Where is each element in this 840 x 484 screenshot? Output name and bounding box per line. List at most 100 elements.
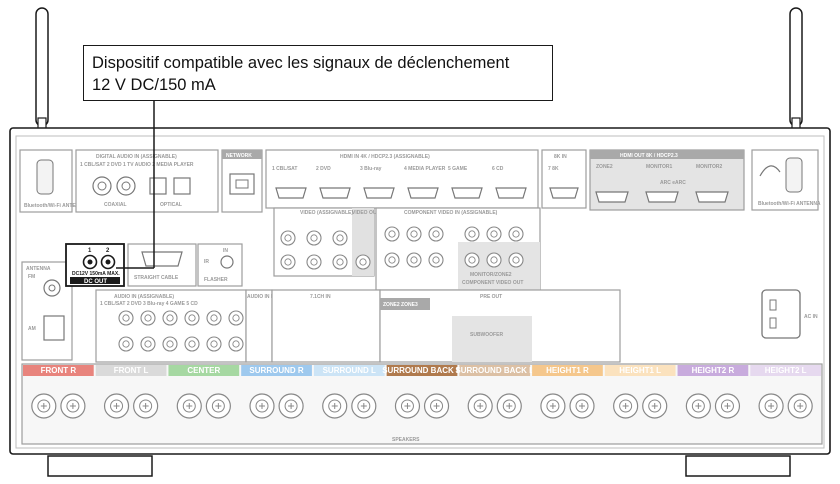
component-jack	[508, 226, 524, 242]
component-jack	[406, 252, 422, 268]
speaker-terminal[interactable]	[176, 393, 202, 419]
pre-out-block: PRE OUT ZONE2 ZONE3 SUBWOOFER	[379, 289, 621, 363]
speaker-terminal[interactable]	[540, 393, 566, 419]
video-jack	[306, 254, 322, 270]
speaker-terminal[interactable]	[685, 393, 711, 419]
speaker-group: SURROUND L	[313, 365, 385, 419]
ac-in-label: AC IN	[804, 314, 818, 320]
speaker-terminal[interactable]	[613, 393, 639, 419]
subwoofer-label: SUBWOOFER	[470, 332, 503, 338]
speaker-terminal[interactable]	[394, 393, 421, 419]
speaker-group: SURROUND R	[241, 365, 312, 419]
speaker-group-label: HEIGHT1 R	[546, 366, 589, 375]
audio-jack	[184, 310, 200, 326]
monitor-zone2-label: MONITOR/ZONE2	[470, 272, 512, 278]
fm-am-antenna-block: ANTENNA FM AM	[21, 261, 73, 361]
video-jack	[332, 230, 348, 246]
ac-in-block: AC IN	[761, 289, 818, 339]
hdmi-out-port: MONITOR1	[645, 164, 679, 203]
audio-jack	[206, 336, 222, 352]
speaker-group-label: HEIGHT2 L	[765, 366, 807, 375]
pre-out-label: PRE OUT	[480, 294, 502, 300]
speaker-terminal[interactable]	[351, 393, 377, 419]
hdmi-8k-block: 8K IN 7 8K	[541, 149, 587, 209]
speaker-terminal[interactable]	[758, 393, 784, 419]
antenna-left	[35, 7, 49, 131]
antenna-left-label: Bluetooth/Wi-Fi ANTENNA	[24, 203, 87, 209]
audio-jack	[118, 310, 134, 326]
straight-cable-label: STRAIGHT CABLE	[134, 275, 179, 281]
speaker-terminal[interactable]	[103, 393, 130, 419]
hdmi-out-port-label: MONITOR2	[696, 164, 723, 170]
network-block: NETWORK	[221, 149, 263, 213]
component-jack	[486, 226, 502, 242]
dc-out-jack1-label: 1	[88, 248, 92, 254]
speaker-terminal[interactable]	[31, 393, 57, 419]
hdmi-in-port-label: 1 CBL/SAT	[272, 166, 297, 172]
speaker-group: SURROUND BACK R	[382, 365, 462, 419]
video-out-label: VIDEO OUT	[352, 210, 380, 216]
hdmi-out-port-label: ZONE2	[596, 164, 613, 170]
audio-jack	[206, 310, 222, 326]
hdmi-8k-port-label: 7 8K	[548, 166, 559, 172]
hdmi-out-port: MONITOR2	[695, 164, 729, 203]
dc-out-label: DC OUT	[84, 279, 107, 285]
speakers-label: SPEAKERS	[392, 437, 420, 443]
component-jack	[486, 252, 502, 268]
hdmi-in-label: HDMI IN 4K / HDCP2.3 (ASSIGNABLE)	[340, 154, 430, 160]
hdmi-out-port: ZONE2	[595, 164, 629, 203]
speaker-terminal[interactable]	[467, 393, 493, 419]
component-jack	[464, 226, 480, 242]
digital-audio-in-sub: 1 CBL/SAT 2 DVD 1 TV AUDIO 2 MEDIA PLAYE…	[80, 162, 194, 168]
video-assignable-label: VIDEO (ASSIGNABLE)	[300, 210, 353, 216]
hdmi-in-port: 6 CD	[492, 166, 527, 199]
component-jack	[384, 226, 400, 242]
speaker-terminal[interactable]	[205, 393, 231, 419]
hdmi-in-port: 4 MEDIA PLAYER	[404, 166, 446, 199]
speaker-terminal[interactable]	[278, 393, 304, 419]
hdmi-in-port-label: 3 Blu-ray	[360, 166, 382, 172]
speaker-terminal[interactable]	[249, 393, 275, 419]
speaker-terminal[interactable]	[714, 393, 741, 419]
speaker-terminal[interactable]	[60, 393, 86, 419]
audio-jack	[140, 310, 156, 326]
speaker-terminal[interactable]	[133, 393, 159, 419]
hdmi-in-block: HDMI IN 4K / HDCP2.3 (ASSIGNABLE) 1 CBL/…	[265, 149, 539, 209]
hdmi-in-port-label: 5 GAME	[448, 166, 468, 172]
network-label: NETWORK	[226, 153, 252, 159]
speaker-terminal[interactable]	[423, 393, 450, 419]
speaker-terminal[interactable]	[642, 393, 668, 419]
component-jack	[508, 252, 524, 268]
antenna-right	[789, 7, 803, 131]
hdmi-in-port: 3 Blu-ray	[360, 166, 395, 199]
component-jack	[464, 252, 480, 268]
component-jack	[428, 252, 444, 268]
speaker-group: HEIGHT1 R	[532, 365, 603, 419]
speaker-terminal[interactable]	[322, 393, 348, 419]
coaxial-label: COAXIAL	[104, 202, 127, 208]
antenna-base-left: Bluetooth/Wi-Fi ANTENNA	[19, 149, 87, 213]
optical-label: OPTICAL	[160, 202, 182, 208]
speaker-terminal[interactable]	[569, 393, 595, 419]
rs232-block: STRAIGHT CABLE	[127, 243, 197, 287]
am-label: AM	[28, 326, 36, 332]
component-video-out-label: COMPONENT VIDEO OUT	[462, 280, 523, 286]
speaker-group-label: CENTER	[187, 366, 220, 375]
digital-audio-in-block: DIGITAL AUDIO IN (ASSIGNABLE) 1 CBL/SAT …	[75, 149, 219, 213]
trigger-callout: Dispositif compatible avec les signaux d…	[83, 45, 553, 101]
speaker-group-label: HEIGHT2 R	[692, 366, 735, 375]
flasher-label: FLASHER	[204, 277, 228, 283]
speaker-group-label: SURROUND R	[249, 366, 303, 375]
audio-jack	[184, 336, 200, 352]
audio-jack	[162, 336, 178, 352]
speaker-terminal[interactable]	[496, 393, 522, 419]
hdmi-in-port-label: 2 DVD	[316, 166, 331, 172]
speaker-terminal[interactable]	[787, 393, 813, 419]
flasher-block: IN IR FLASHER	[197, 243, 243, 287]
audio-jack	[228, 310, 244, 326]
callout-leader	[116, 101, 155, 269]
ext-in-block: 7.1CH IN	[271, 289, 381, 363]
callout-line-2: 12 V DC/150 mA	[92, 76, 216, 94]
